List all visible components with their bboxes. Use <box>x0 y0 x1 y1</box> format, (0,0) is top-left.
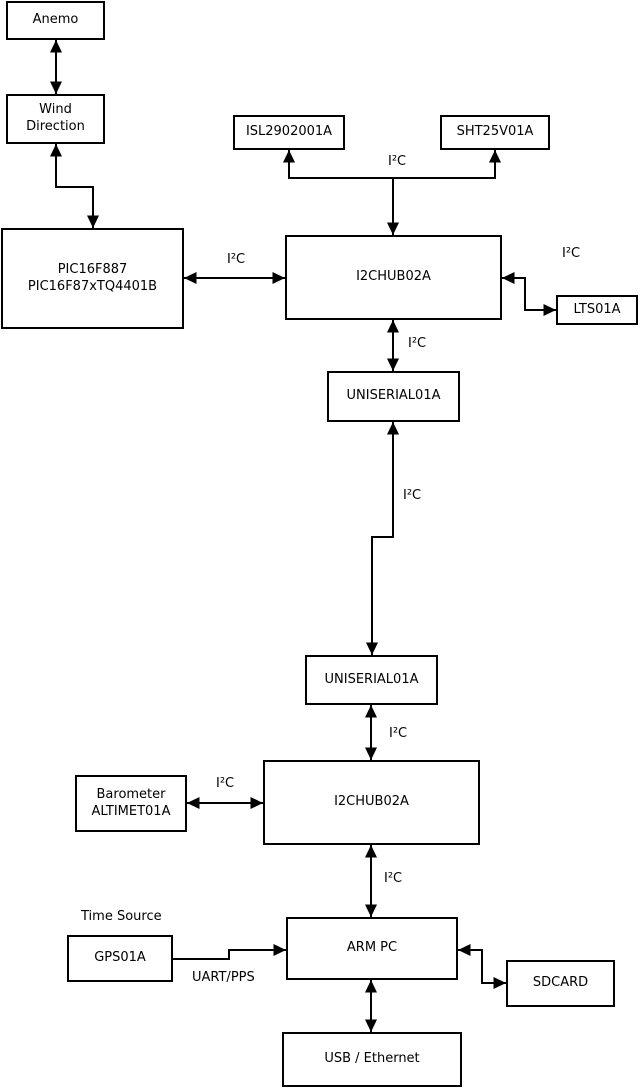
edge-label-uart-pps: UART/PPS <box>192 970 255 985</box>
edge-label-i2c-uniserial2-hub2: I²C <box>389 726 408 741</box>
node-label-sht25v01a: SHT25V01A <box>456 124 534 140</box>
node-lts01a: LTS01A <box>556 295 638 325</box>
edge-label-i2c-junction: I²C <box>388 154 407 169</box>
node-arm-pc: ARM PC <box>286 917 458 980</box>
node-wind-direction: Wind Direction <box>6 94 105 144</box>
node-label-uniserial-1: UNISERIAL01A <box>346 388 441 404</box>
node-label-lts01a: LTS01A <box>573 301 621 317</box>
node-isl2902001a: ISL2902001A <box>233 115 345 150</box>
node-label-i2chub-2: I2CHUB02A <box>334 794 409 810</box>
node-uniserial-2: UNISERIAL01A <box>305 655 438 705</box>
node-uniserial-1: UNISERIAL01A <box>327 371 460 422</box>
node-anemo: Anemo <box>6 1 105 40</box>
edge-wind-pic <box>50 144 99 228</box>
node-i2chub-2: I2CHUB02A <box>263 760 480 845</box>
node-barometer: Barometer ALTIMET01A <box>75 775 187 832</box>
edge-gps-armpc <box>173 944 286 960</box>
node-label-pic16f887: PIC16F887 PIC16F87xTQ4401B <box>27 261 158 294</box>
edge-label-i2c-pic-hub1: I²C <box>227 252 246 267</box>
edge-label-i2c-barometer-hub2: I²C <box>216 776 235 791</box>
node-sht25v01a: SHT25V01A <box>440 115 550 150</box>
node-i2chub-1: I2CHUB02A <box>285 235 502 320</box>
edge-uniserial1-uniserial2 <box>366 422 399 655</box>
node-usb-ethernet: USB / Ethernet <box>282 1032 462 1087</box>
edge-label-time-source: Time Source <box>81 909 162 924</box>
edge-label-i2c-uniserial-link: I²C <box>403 488 422 503</box>
edge-label-i2c-hub1-lts: I²C <box>562 246 581 261</box>
node-label-usb-ethernet: USB / Ethernet <box>324 1051 420 1067</box>
node-gps01a: GPS01A <box>67 935 173 982</box>
node-pic16f887: PIC16F887 PIC16F87xTQ4401B <box>1 228 184 329</box>
node-label-arm-pc: ARM PC <box>346 940 398 956</box>
node-label-isl2902001a: ISL2902001A <box>245 124 333 140</box>
node-label-i2chub-1: I2CHUB02A <box>356 269 431 285</box>
node-label-barometer: Barometer ALTIMET01A <box>91 786 171 819</box>
edge-label-i2c-hub1-uniserial1: I²C <box>408 336 427 351</box>
edge-junction-sht <box>393 150 501 179</box>
node-sdcard: SDCARD <box>506 960 615 1007</box>
node-label-uniserial-2: UNISERIAL01A <box>324 671 419 687</box>
edge-hub1-lts <box>502 272 556 316</box>
node-label-sdcard: SDCARD <box>532 975 589 991</box>
node-label-wind-direction: Wind Direction <box>26 102 85 134</box>
edge-junction-isl <box>283 150 393 179</box>
node-label-gps01a: GPS01A <box>94 950 146 966</box>
edge-armpc-sdcard <box>458 944 506 989</box>
edge-label-i2c-hub2-armpc: I²C <box>384 871 403 886</box>
node-label-anemo: Anemo <box>32 12 79 28</box>
